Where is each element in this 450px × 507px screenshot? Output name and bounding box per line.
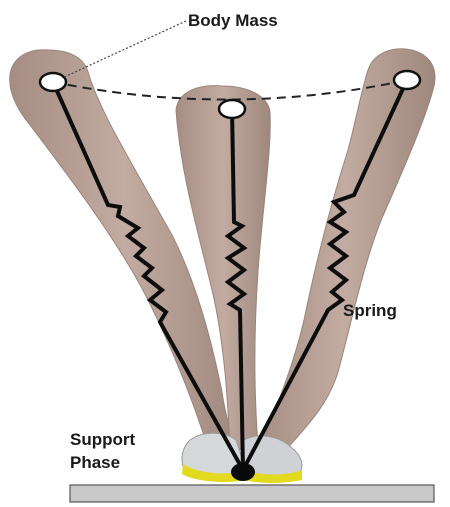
mass-marker-center — [219, 100, 245, 118]
label-body-mass: Body Mass — [188, 11, 278, 30]
mass-marker-right — [394, 71, 420, 89]
ground-contact-point — [231, 463, 255, 481]
mass-marker-left — [40, 73, 66, 91]
label-support-line2: Phase — [70, 453, 120, 472]
label-support-line1: Support — [70, 430, 135, 449]
body-mass-pointer — [62, 21, 186, 78]
label-spring: Spring — [343, 301, 397, 320]
ground-plate — [70, 485, 434, 502]
